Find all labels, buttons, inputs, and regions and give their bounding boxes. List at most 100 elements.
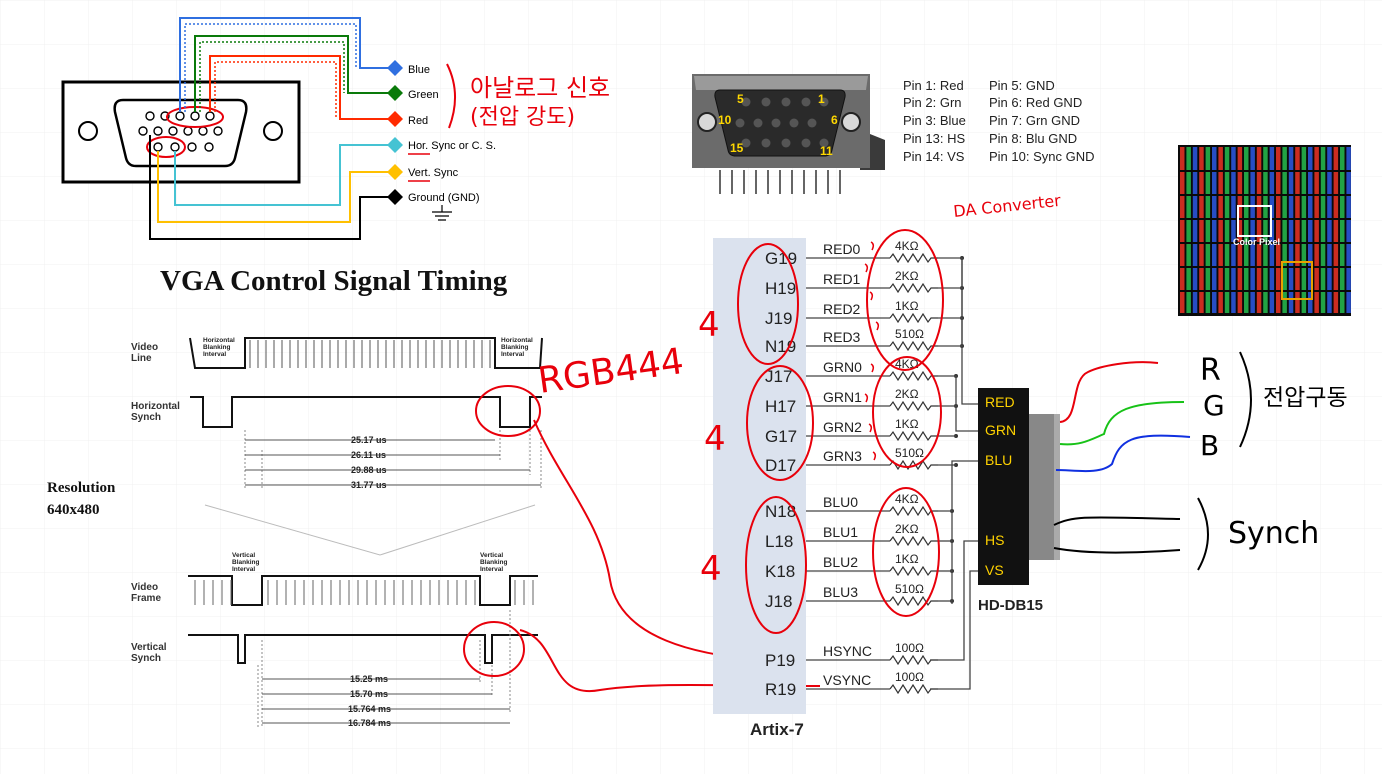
resistor-symbol (889, 535, 938, 547)
resistor-symbol (889, 595, 938, 607)
wire-label-vsync: Vert. Sync (408, 167, 459, 179)
v-blank-label: Interval (232, 566, 255, 573)
resistor-symbol (889, 459, 938, 471)
vga-connector-diagram: Blue Green Red Hor. Sync or C. S. Vert. … (61, 17, 610, 240)
resistor-value: 1KΩ (895, 417, 919, 431)
h-time-label: 29.88 us (351, 465, 387, 475)
pinout-cell: Pin 8: Blu GND (989, 131, 1077, 146)
pinout-cell: Pin 3: Blue (903, 113, 966, 128)
resistor-value: 2KΩ (895, 269, 919, 283)
pinout-table: Pin 1: Red Pin 5: GND Pin 2: Grn Pin 6: … (903, 78, 1095, 164)
horizontal-synch-label-2: Synch (131, 412, 161, 423)
signal-label: HSYNC (823, 643, 872, 659)
h-blank-label: Interval (203, 351, 226, 358)
group-count-green: 4 (704, 419, 726, 459)
pin-number-11: 11 (820, 144, 833, 158)
pinout-cell: Pin 1: Red (903, 78, 964, 93)
h-time-label: 31.77 us (351, 480, 387, 490)
h-blank-label: Horizontal (501, 337, 533, 344)
resistor-value: 4KΩ (895, 357, 919, 371)
vertical-synch-label-2: Synch (131, 653, 161, 664)
signal-label: GRN2 (823, 419, 862, 435)
pin-number-6: 6 (831, 113, 838, 127)
v-time-label: 16.784 ms (348, 718, 391, 728)
timing-title: VGA Control Signal Timing (160, 265, 508, 297)
pinout-cell: Pin 7: Grn GND (989, 113, 1080, 128)
video-frame-label: Video (131, 582, 158, 593)
resistor-symbol (889, 683, 938, 695)
pinout-cell: Pin 13: HS (903, 131, 965, 146)
resistor-symbol (889, 654, 938, 666)
resistor-value: 510Ω (895, 446, 924, 460)
db15-name: HD-DB15 (978, 597, 1043, 614)
v-blank-label: Vertical (480, 552, 503, 559)
resistor-value: 4KΩ (895, 492, 919, 506)
horizontal-synch-label: Horizontal (131, 401, 180, 412)
db15-pinout-photo: 5 1 10 6 15 11 (692, 74, 885, 194)
resistor-symbol (889, 400, 938, 412)
signal-label: BLU1 (823, 524, 858, 540)
resolution-label: Resolution (47, 480, 116, 496)
v-blank-label: Blanking (232, 559, 259, 566)
v-blank-label: Vertical (232, 552, 255, 559)
fpga-pin-label: L18 (765, 532, 793, 551)
group-count-blue: 4 (700, 549, 722, 589)
resistor-symbol (889, 312, 938, 324)
db15-pin-blu: BLU (985, 452, 1012, 468)
db15-pin-vs: VS (985, 562, 1004, 578)
pinout-cell: Pin 6: Red GND (989, 95, 1082, 110)
h-time-label: 25.17 us (351, 435, 387, 445)
wire-label-hsync: Hor. Sync or C. S. (408, 140, 496, 152)
h-blank-label: Interval (501, 351, 524, 358)
v-time-label: 15.764 ms (348, 704, 391, 714)
h-blank-label: Blanking (501, 344, 528, 351)
video-line-label-2: Line (131, 353, 152, 364)
fpga-pin-label: J19 (765, 309, 792, 328)
resistor-value: 4KΩ (895, 239, 919, 253)
signal-label: GRN3 (823, 448, 862, 464)
signal-label: RED0 (823, 241, 861, 257)
resistor-value: 100Ω (895, 670, 924, 684)
group-count-red: 4 (698, 305, 720, 345)
pin-number-15: 15 (730, 141, 744, 155)
signal-label: BLU3 (823, 584, 858, 600)
resistor-value: 100Ω (895, 641, 924, 655)
color-pixel-label: Color Pixel (1233, 237, 1280, 247)
video-frame-label-2: Frame (131, 593, 161, 604)
wire-label-red: Red (408, 115, 428, 127)
signal-label: RED2 (823, 301, 861, 317)
pin-number-10: 10 (718, 113, 732, 127)
video-line-label: Video (131, 342, 158, 353)
fpga-pin-label: H17 (765, 397, 796, 416)
wire-label-blue: Blue (408, 64, 430, 76)
fpga-pin-label: N19 (765, 337, 796, 356)
fpga-pin-label: J18 (765, 592, 792, 611)
fpga-pin-label: K18 (765, 562, 795, 581)
fpga-pin-label: P19 (765, 651, 795, 670)
resistor-value: 2KΩ (895, 522, 919, 536)
resistor-value: 510Ω (895, 327, 924, 341)
vertical-synch-label: Vertical (131, 642, 167, 653)
resistor-symbol (889, 370, 938, 382)
resistor-symbol (889, 252, 938, 264)
h-blank-label: Blanking (203, 344, 230, 351)
note-b: B (1200, 429, 1219, 462)
pinout-cell: Pin 14: VS (903, 149, 965, 164)
fpga-pin-label: N18 (765, 502, 796, 521)
color-pixel-photo: Color Pixel (1178, 145, 1351, 316)
db15-pin-red: RED (985, 394, 1015, 410)
v-time-label: 15.70 ms (350, 689, 388, 699)
resistor-symbol (889, 340, 938, 352)
resistor-symbol (889, 565, 938, 577)
signal-label: GRN1 (823, 389, 862, 405)
fpga-name: Artix-7 (750, 720, 804, 739)
signal-label: BLU0 (823, 494, 858, 510)
fpga-pin-label: J17 (765, 367, 792, 386)
signal-label: GRN0 (823, 359, 862, 375)
fpga-pin-label: G17 (765, 427, 797, 446)
pinout-cell: Pin 5: GND (989, 78, 1055, 93)
pin-number-5: 5 (737, 92, 744, 106)
v-blank-label: Blanking (480, 559, 507, 566)
